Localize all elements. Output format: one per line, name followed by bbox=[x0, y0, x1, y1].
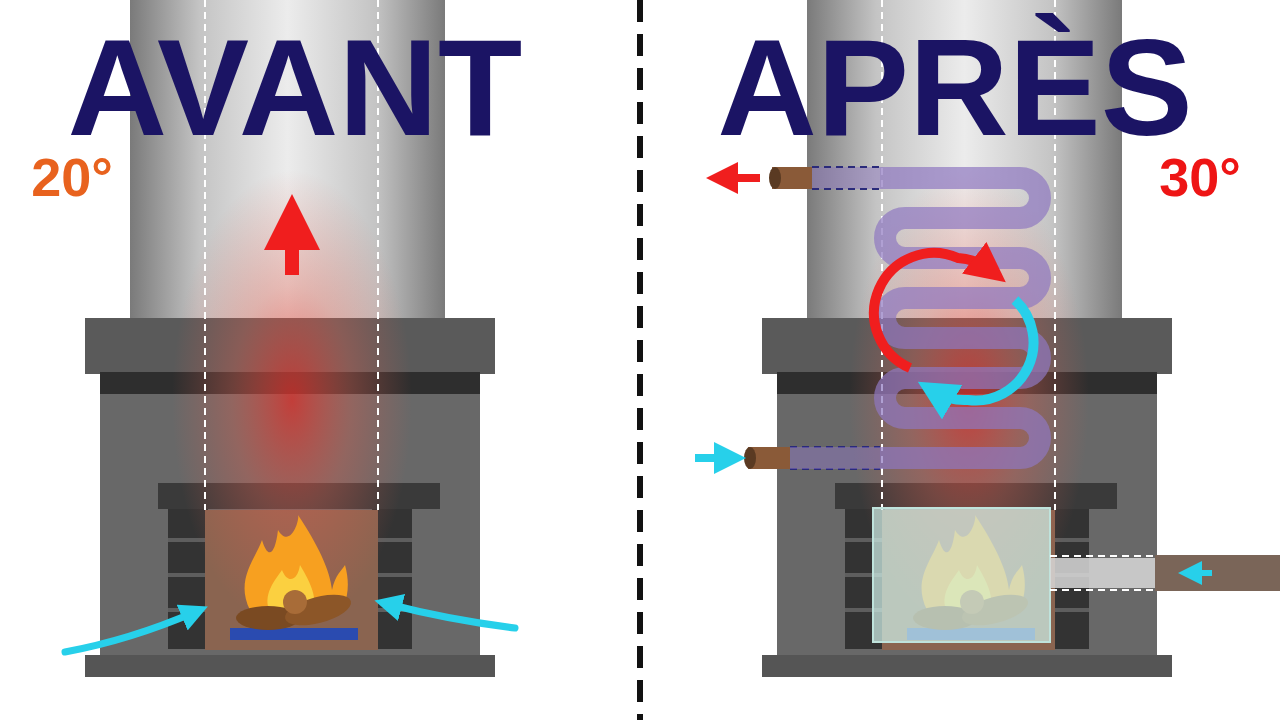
temperature: 20° bbox=[31, 150, 113, 204]
heading: APRÈS bbox=[717, 18, 1192, 156]
heading: AVANT bbox=[68, 18, 523, 156]
temperature: 30° bbox=[1159, 150, 1241, 204]
